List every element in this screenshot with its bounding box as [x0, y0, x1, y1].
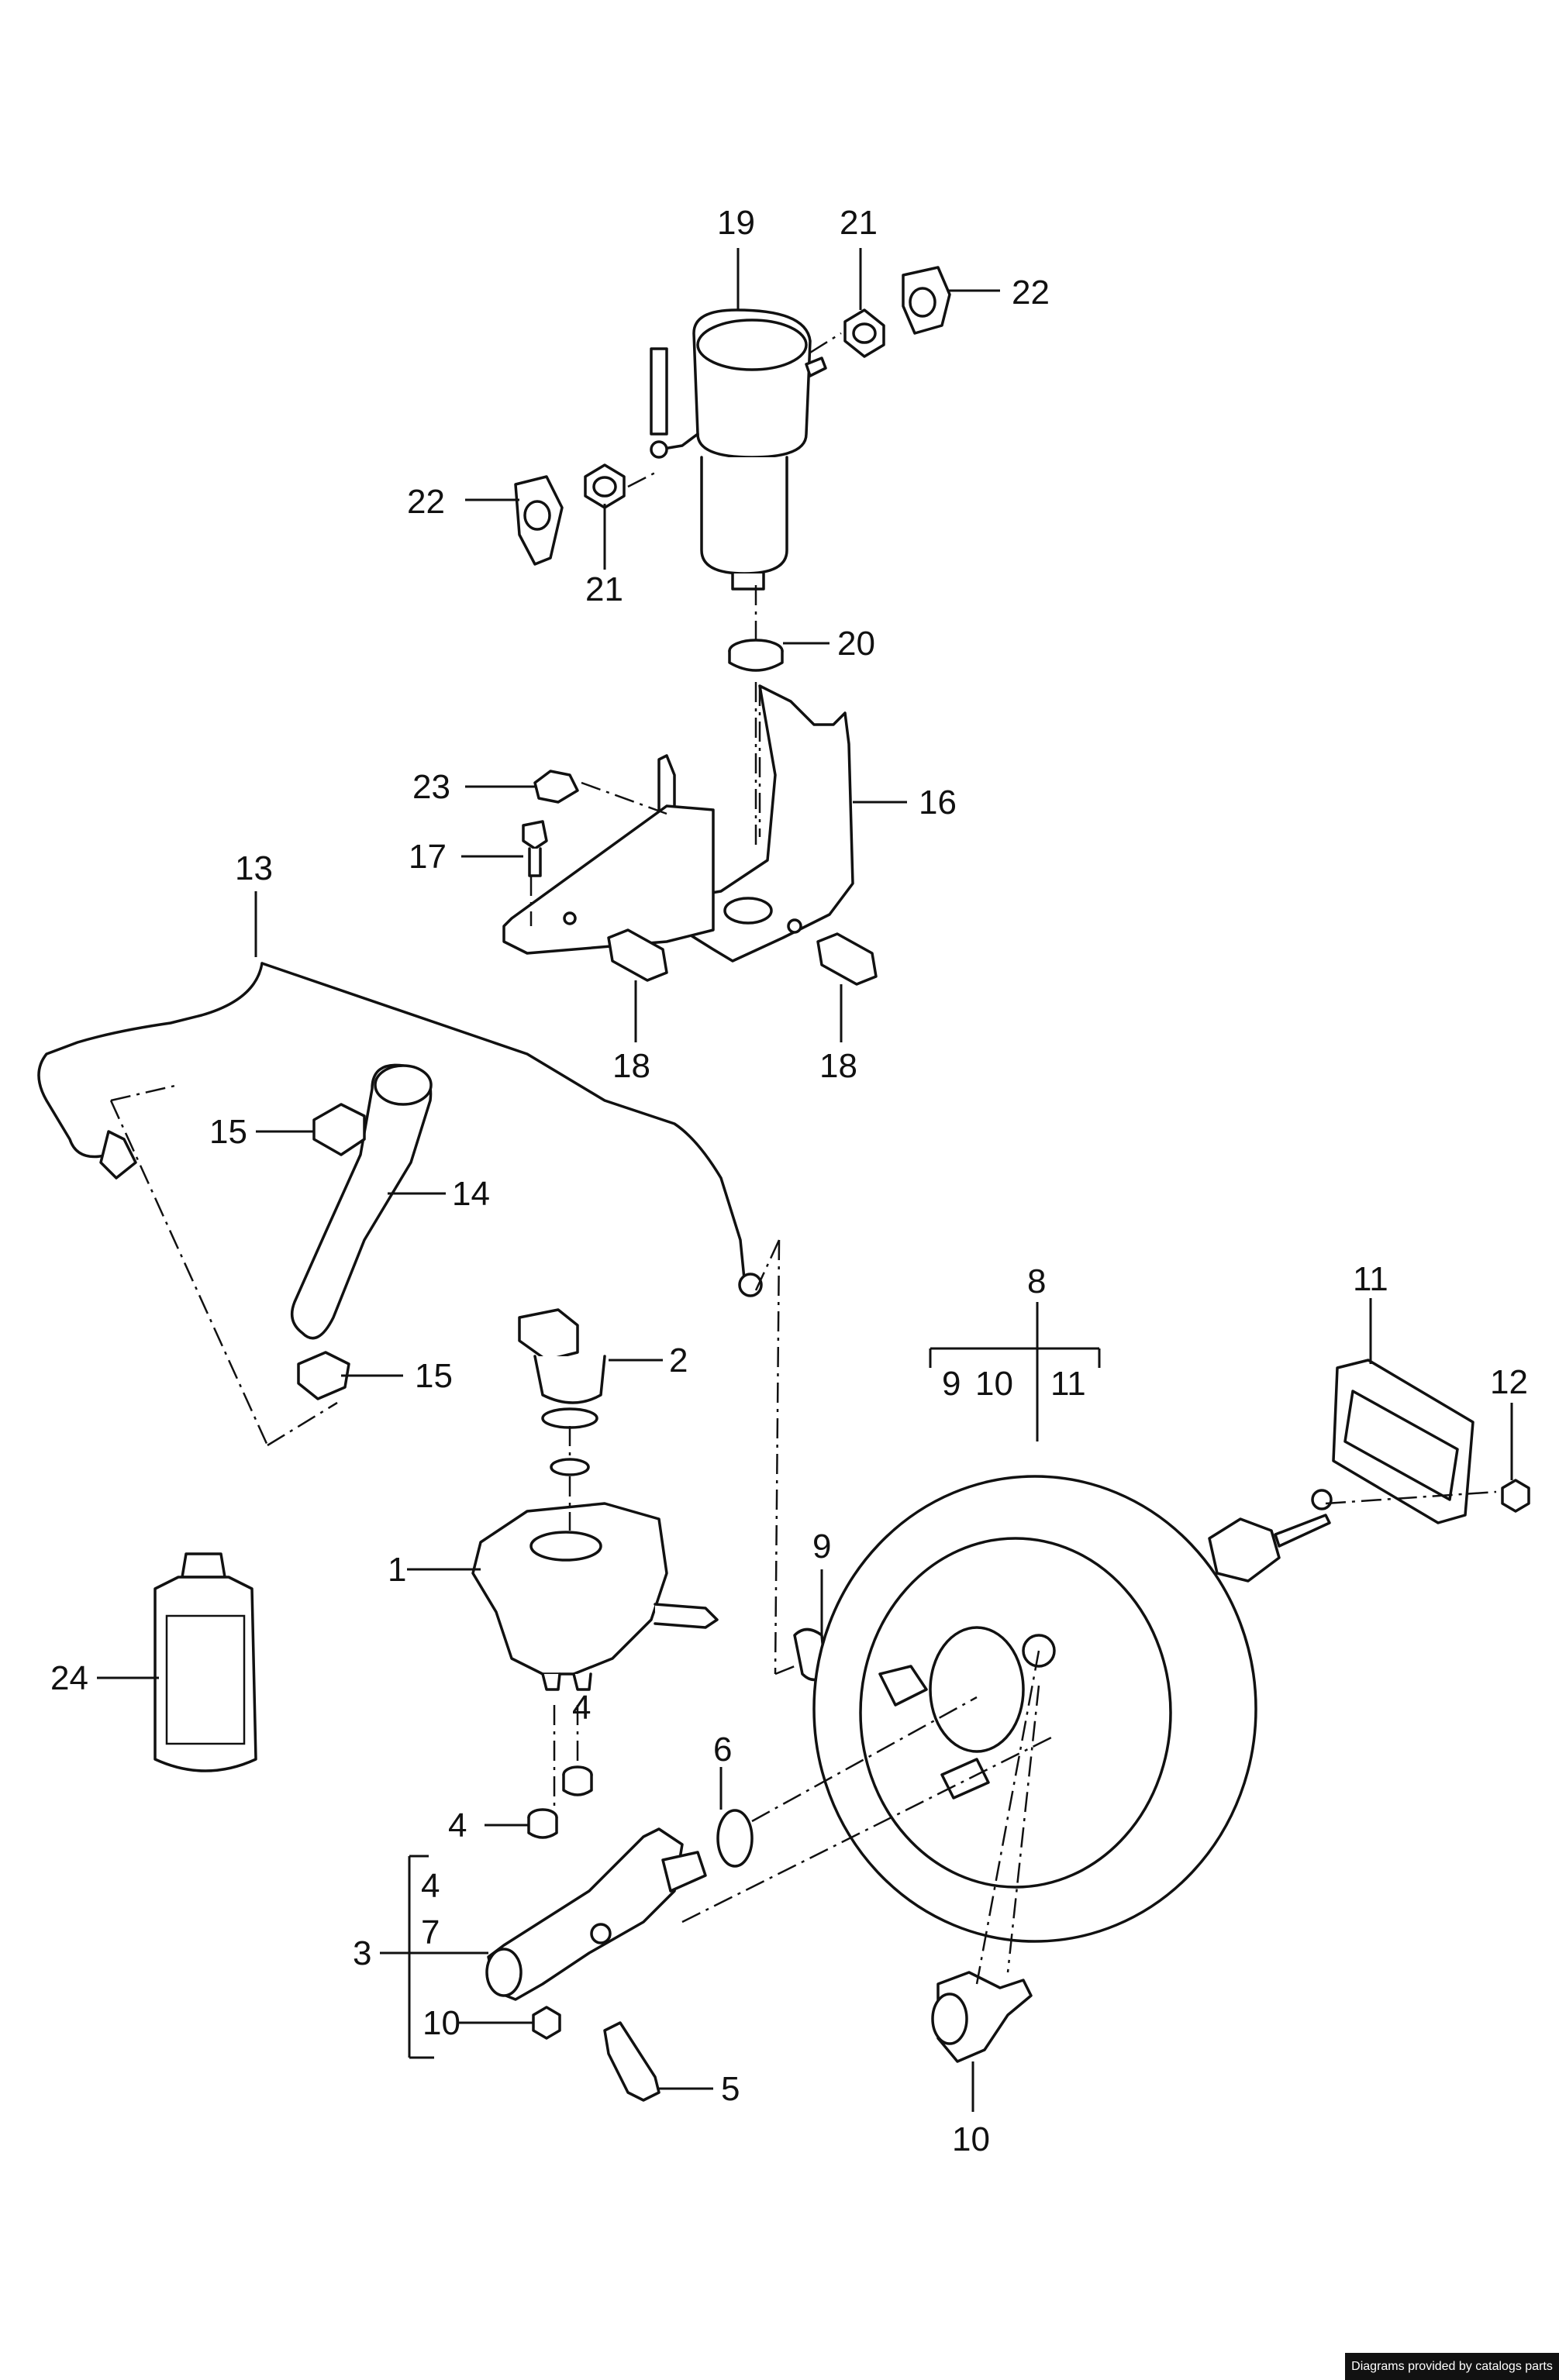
callout-17: 17	[409, 838, 447, 876]
callout-9-group: 9	[942, 1365, 961, 1403]
callout-13: 13	[235, 849, 273, 887]
brake-fluid-bottle[interactable]	[153, 1552, 257, 1772]
reservoir-seal-left[interactable]	[527, 1808, 558, 1839]
booster-sensor[interactable]	[931, 1971, 1033, 2063]
pressure-sensor[interactable]	[603, 2021, 661, 2102]
callout-6: 6	[713, 1731, 732, 1769]
seal-ring[interactable]	[728, 639, 784, 672]
vacuum-pump[interactable]	[650, 308, 827, 591]
clip[interactable]	[533, 770, 579, 804]
hose-clamp-upper[interactable]	[312, 1103, 366, 1156]
hose-clip-right[interactable]	[816, 932, 878, 986]
hose-clip-left[interactable]	[607, 928, 668, 982]
callout-21-lower: 21	[585, 570, 623, 608]
callout-14: 14	[452, 1175, 490, 1213]
diagram-credit: Diagrams provided by catalogs parts	[1345, 2353, 1559, 2380]
reservoir-seal-right[interactable]	[562, 1765, 593, 1796]
callout-4-lower: 4	[448, 1807, 467, 1844]
callout-22-lower: 22	[407, 483, 445, 521]
callout-4-bracket: 4	[421, 1867, 440, 1905]
callout-11: 11	[1353, 1260, 1388, 1298]
callout-18-left: 18	[612, 1047, 650, 1085]
gasket[interactable]	[1332, 1359, 1474, 1524]
callout-22-upper: 22	[1012, 274, 1050, 312]
bolt[interactable]	[522, 820, 548, 877]
grommet-lower[interactable]	[584, 463, 626, 509]
o-ring[interactable]	[716, 1809, 754, 1868]
master-cylinder[interactable]	[485, 1827, 707, 2001]
callout-5: 5	[721, 2070, 740, 2108]
callout-20: 20	[837, 625, 875, 663]
callout-19: 19	[717, 204, 755, 242]
leader-lines	[97, 248, 1513, 2112]
callout-9: 9	[812, 1528, 831, 1565]
brake-fluid-reservoir[interactable]	[471, 1502, 719, 1691]
callout-4-upper: 4	[572, 1689, 591, 1727]
nut[interactable]	[532, 2006, 561, 2040]
callout-24: 24	[50, 1659, 88, 1697]
booster-nut[interactable]	[1501, 1479, 1530, 1513]
mounting-plate-lower[interactable]	[514, 475, 564, 566]
callout-15-lower: 15	[415, 1357, 453, 1395]
grommet-upper[interactable]	[843, 308, 885, 358]
reservoir-cap[interactable]	[518, 1308, 606, 1476]
hose-clamp-lower[interactable]	[297, 1351, 350, 1400]
callout-16: 16	[919, 784, 957, 821]
brake-booster[interactable]	[812, 1475, 1333, 1943]
callout-18-right: 18	[819, 1047, 857, 1085]
callout-10-group: 10	[975, 1365, 1013, 1403]
callout-2: 2	[669, 1342, 688, 1379]
callout-10: 10	[952, 2120, 990, 2158]
assembly-lines	[109, 332, 1497, 1985]
callout-11-group: 11	[1050, 1365, 1086, 1403]
mounting-plate-upper[interactable]	[902, 266, 951, 335]
callout-23: 23	[412, 768, 450, 806]
callout-7: 10	[423, 2004, 460, 2042]
callout-labels: 19 21 22 22 21 20 23 16 17 13 18 18 15 1…	[50, 204, 1528, 2158]
callout-12: 12	[1490, 1363, 1528, 1401]
callout-15-upper: 15	[209, 1113, 247, 1151]
callout-21-upper: 21	[840, 204, 878, 242]
callout-3: 3	[353, 1934, 371, 1972]
bracket[interactable]	[502, 684, 854, 963]
callout-8: 8	[1027, 1262, 1046, 1300]
hose[interactable]	[290, 1063, 433, 1340]
callout-1: 1	[388, 1551, 406, 1589]
callout-6-bracket: 7	[421, 1913, 440, 1951]
